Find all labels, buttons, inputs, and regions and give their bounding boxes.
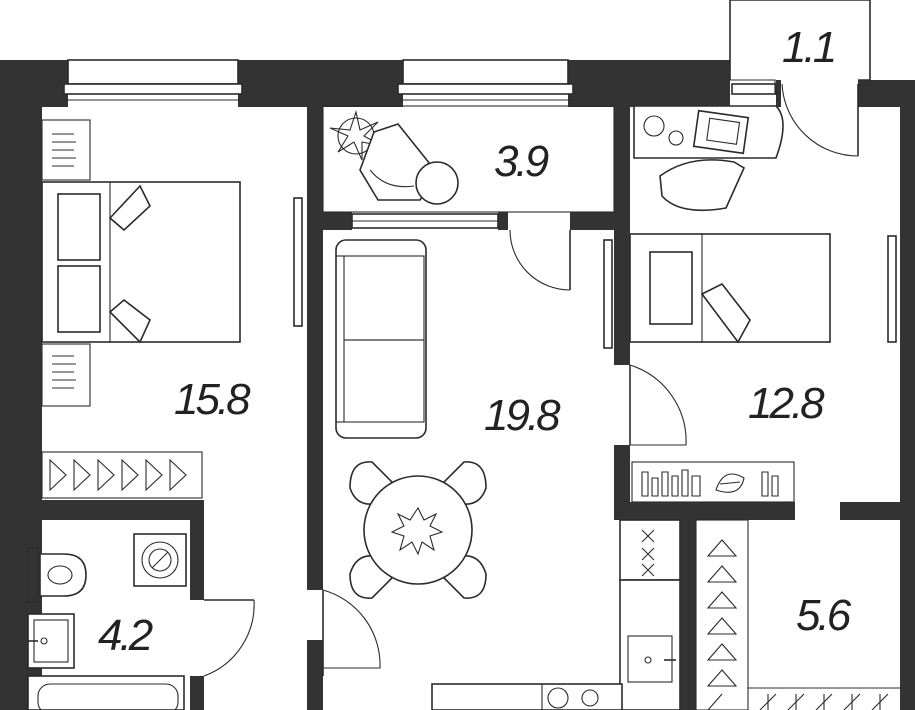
bathroom-area-label: 4.2 bbox=[98, 611, 153, 660]
wardrobe-area-label: 5.6 bbox=[796, 591, 852, 640]
bed-icon bbox=[41, 181, 241, 344]
sink-icon bbox=[627, 635, 676, 683]
wardrobe-furniture bbox=[695, 519, 900, 710]
wall-top-b bbox=[568, 60, 730, 107]
door-swing-icon bbox=[629, 364, 687, 446]
window-icon bbox=[63, 59, 243, 101]
wall-loggia-bottom-b bbox=[498, 212, 508, 230]
door-swing-icon bbox=[322, 589, 381, 676]
balcony-area-label: 1.1 bbox=[782, 23, 834, 72]
wall-bath-right-low bbox=[190, 676, 204, 710]
wall-left-bath bbox=[0, 520, 28, 710]
window-icon bbox=[351, 213, 499, 229]
wall-loggia-bottom bbox=[315, 212, 352, 230]
bookshelf-icon bbox=[41, 119, 91, 181]
wall-bedroom-living-low bbox=[307, 640, 323, 710]
living-room-furniture bbox=[322, 239, 687, 710]
wall-living-kitchen bbox=[614, 445, 630, 520]
bathtub-icon bbox=[27, 675, 185, 710]
wall-wardrobe-top bbox=[630, 502, 795, 520]
living-room-area-label: 19.8 bbox=[484, 391, 561, 440]
bedroom-right-furniture bbox=[629, 105, 831, 503]
sink-icon bbox=[27, 613, 75, 669]
balcony bbox=[729, 0, 871, 157]
wall-right bbox=[900, 80, 915, 710]
door-swing-icon bbox=[509, 229, 571, 291]
bathroom-furniture bbox=[27, 533, 255, 710]
sofa-icon bbox=[335, 239, 427, 439]
window-icon bbox=[887, 235, 897, 343]
wall-rb-top bbox=[622, 100, 630, 230]
window-icon bbox=[603, 239, 613, 349]
bookshelf-icon bbox=[631, 461, 795, 503]
desk-icon bbox=[633, 105, 784, 212]
wall-top-c bbox=[776, 80, 781, 107]
wall-bath-top bbox=[20, 500, 202, 520]
door-swing-icon bbox=[203, 599, 255, 677]
hanger-icon bbox=[41, 451, 203, 499]
wall-bedroom-living bbox=[307, 100, 323, 590]
wall-bath-right bbox=[190, 500, 204, 600]
hanger-icon bbox=[706, 539, 738, 710]
bed-icon bbox=[629, 233, 831, 344]
bookshelf-icon bbox=[41, 343, 91, 407]
dining-table-icon bbox=[349, 461, 487, 599]
coffee-table-icon bbox=[415, 161, 459, 205]
kitchen bbox=[431, 519, 681, 710]
loggia-area-label: 3.9 bbox=[494, 137, 549, 186]
window-icon bbox=[731, 83, 777, 95]
door-swing-icon bbox=[781, 83, 859, 157]
loggia-furniture bbox=[322, 105, 615, 291]
washing-machine-icon bbox=[133, 533, 187, 587]
wall-loggia-bottom-c bbox=[570, 212, 622, 230]
wall-wardrobe-top-b bbox=[840, 502, 900, 520]
wall-wardrobe-left bbox=[680, 502, 696, 710]
bedroom-left-area-label: 15.8 bbox=[174, 375, 251, 424]
stove-icon bbox=[431, 683, 623, 710]
plant-icon bbox=[390, 506, 444, 556]
plant-icon bbox=[715, 473, 745, 493]
windows bbox=[63, 59, 897, 349]
loggia-floor bbox=[322, 105, 615, 213]
window-icon bbox=[293, 197, 303, 327]
toilet-icon bbox=[27, 547, 87, 603]
bedroom-left-furniture bbox=[41, 119, 241, 499]
bedroom-right-area-label: 12.8 bbox=[748, 379, 825, 428]
wall-top-a bbox=[238, 60, 403, 107]
window-icon bbox=[397, 59, 574, 101]
walls bbox=[0, 60, 915, 710]
